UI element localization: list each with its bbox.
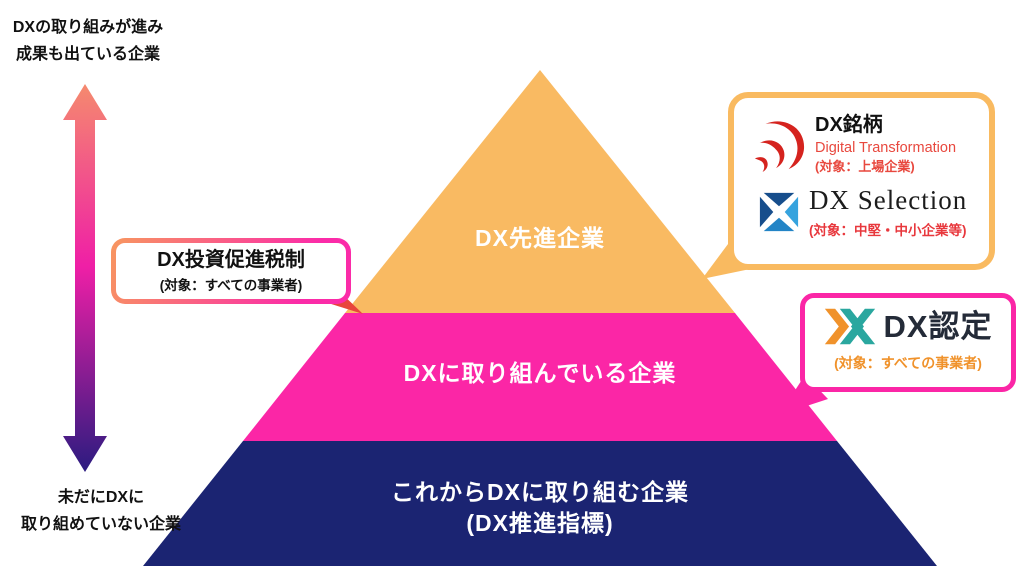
axis-label-not-started: 未だにDXに 取り組めていない企業	[4, 484, 198, 538]
dx-certification-target: (対象：すべての事業者)	[834, 355, 982, 371]
dx-meigara-row: DX銘柄 Digital Transformation (対象：上場企業)	[752, 114, 979, 174]
pyramid-tier-middle	[243, 313, 837, 441]
pyramid-tier-top	[345, 70, 735, 313]
dx-selection-row: DX Selection (対象：中堅・中小企業等)	[758, 186, 979, 238]
stocks-selection-bubble: DX銘柄 Digital Transformation (対象：上場企業) DX…	[728, 92, 995, 270]
tax-incentive-target: (対象：すべての事業者)	[159, 277, 303, 293]
axis-label-not-started-line1: 未だにDXに	[57, 489, 145, 506]
pyramid-tier-bottom	[143, 441, 937, 566]
cert-bubble-tail	[779, 375, 828, 415]
dx-meigara-title: DX銘柄	[815, 114, 883, 136]
dx-selection-target: (対象：中堅・中小企業等)	[809, 222, 967, 238]
tier-label-working: DXに取り組んでいる企業	[403, 360, 677, 386]
tier-label-advanced: DX先進企業	[475, 225, 605, 251]
axis-label-advanced: DXの取り組みが進み 成果も出ている企業	[4, 14, 172, 68]
tier-label-future-line1: これからDXに取り組む企業	[391, 479, 689, 505]
dx-certification-logo-icon	[825, 308, 876, 345]
axis-label-advanced-line1: DXの取り組みが進み	[12, 19, 164, 36]
tax-incentive-callout-body: DX投資促進税制 (対象：すべての事業者)	[116, 243, 346, 299]
dx-certification-row: DX認定	[823, 305, 992, 348]
dx-certification-title: DX認定	[883, 309, 993, 344]
dx-selection-title: DX Selection	[809, 185, 968, 216]
axis-label-advanced-line2: 成果も出ている企業	[15, 46, 160, 64]
dx-meigara-subtitle: Digital Transformation	[815, 140, 957, 156]
dx-meigara-text: DX銘柄 Digital Transformation (対象：上場企業)	[815, 114, 956, 174]
dx-certification-bubble: DX認定 (対象：すべての事業者)	[800, 293, 1016, 392]
tax-incentive-callout: DX投資促進税制 (対象：すべての事業者)	[111, 238, 351, 304]
dx-meigara-logo-icon	[754, 121, 805, 172]
dx-selection-logo-icon	[759, 193, 799, 232]
tier-label-future: これからDXに取り組む企業 (DX推進指標)	[240, 477, 840, 539]
tax-incentive-title: DX投資促進税制	[157, 248, 305, 271]
tier-label-future-line2: (DX推進指標)	[466, 510, 614, 537]
axis-label-not-started-line2: 取り組めていない企業	[20, 516, 181, 534]
dx-meigara-target: (対象：上場企業)	[815, 158, 915, 174]
maturity-axis-arrow	[63, 84, 107, 472]
dx-selection-text: DX Selection (対象：中堅・中小企業等)	[809, 186, 967, 238]
